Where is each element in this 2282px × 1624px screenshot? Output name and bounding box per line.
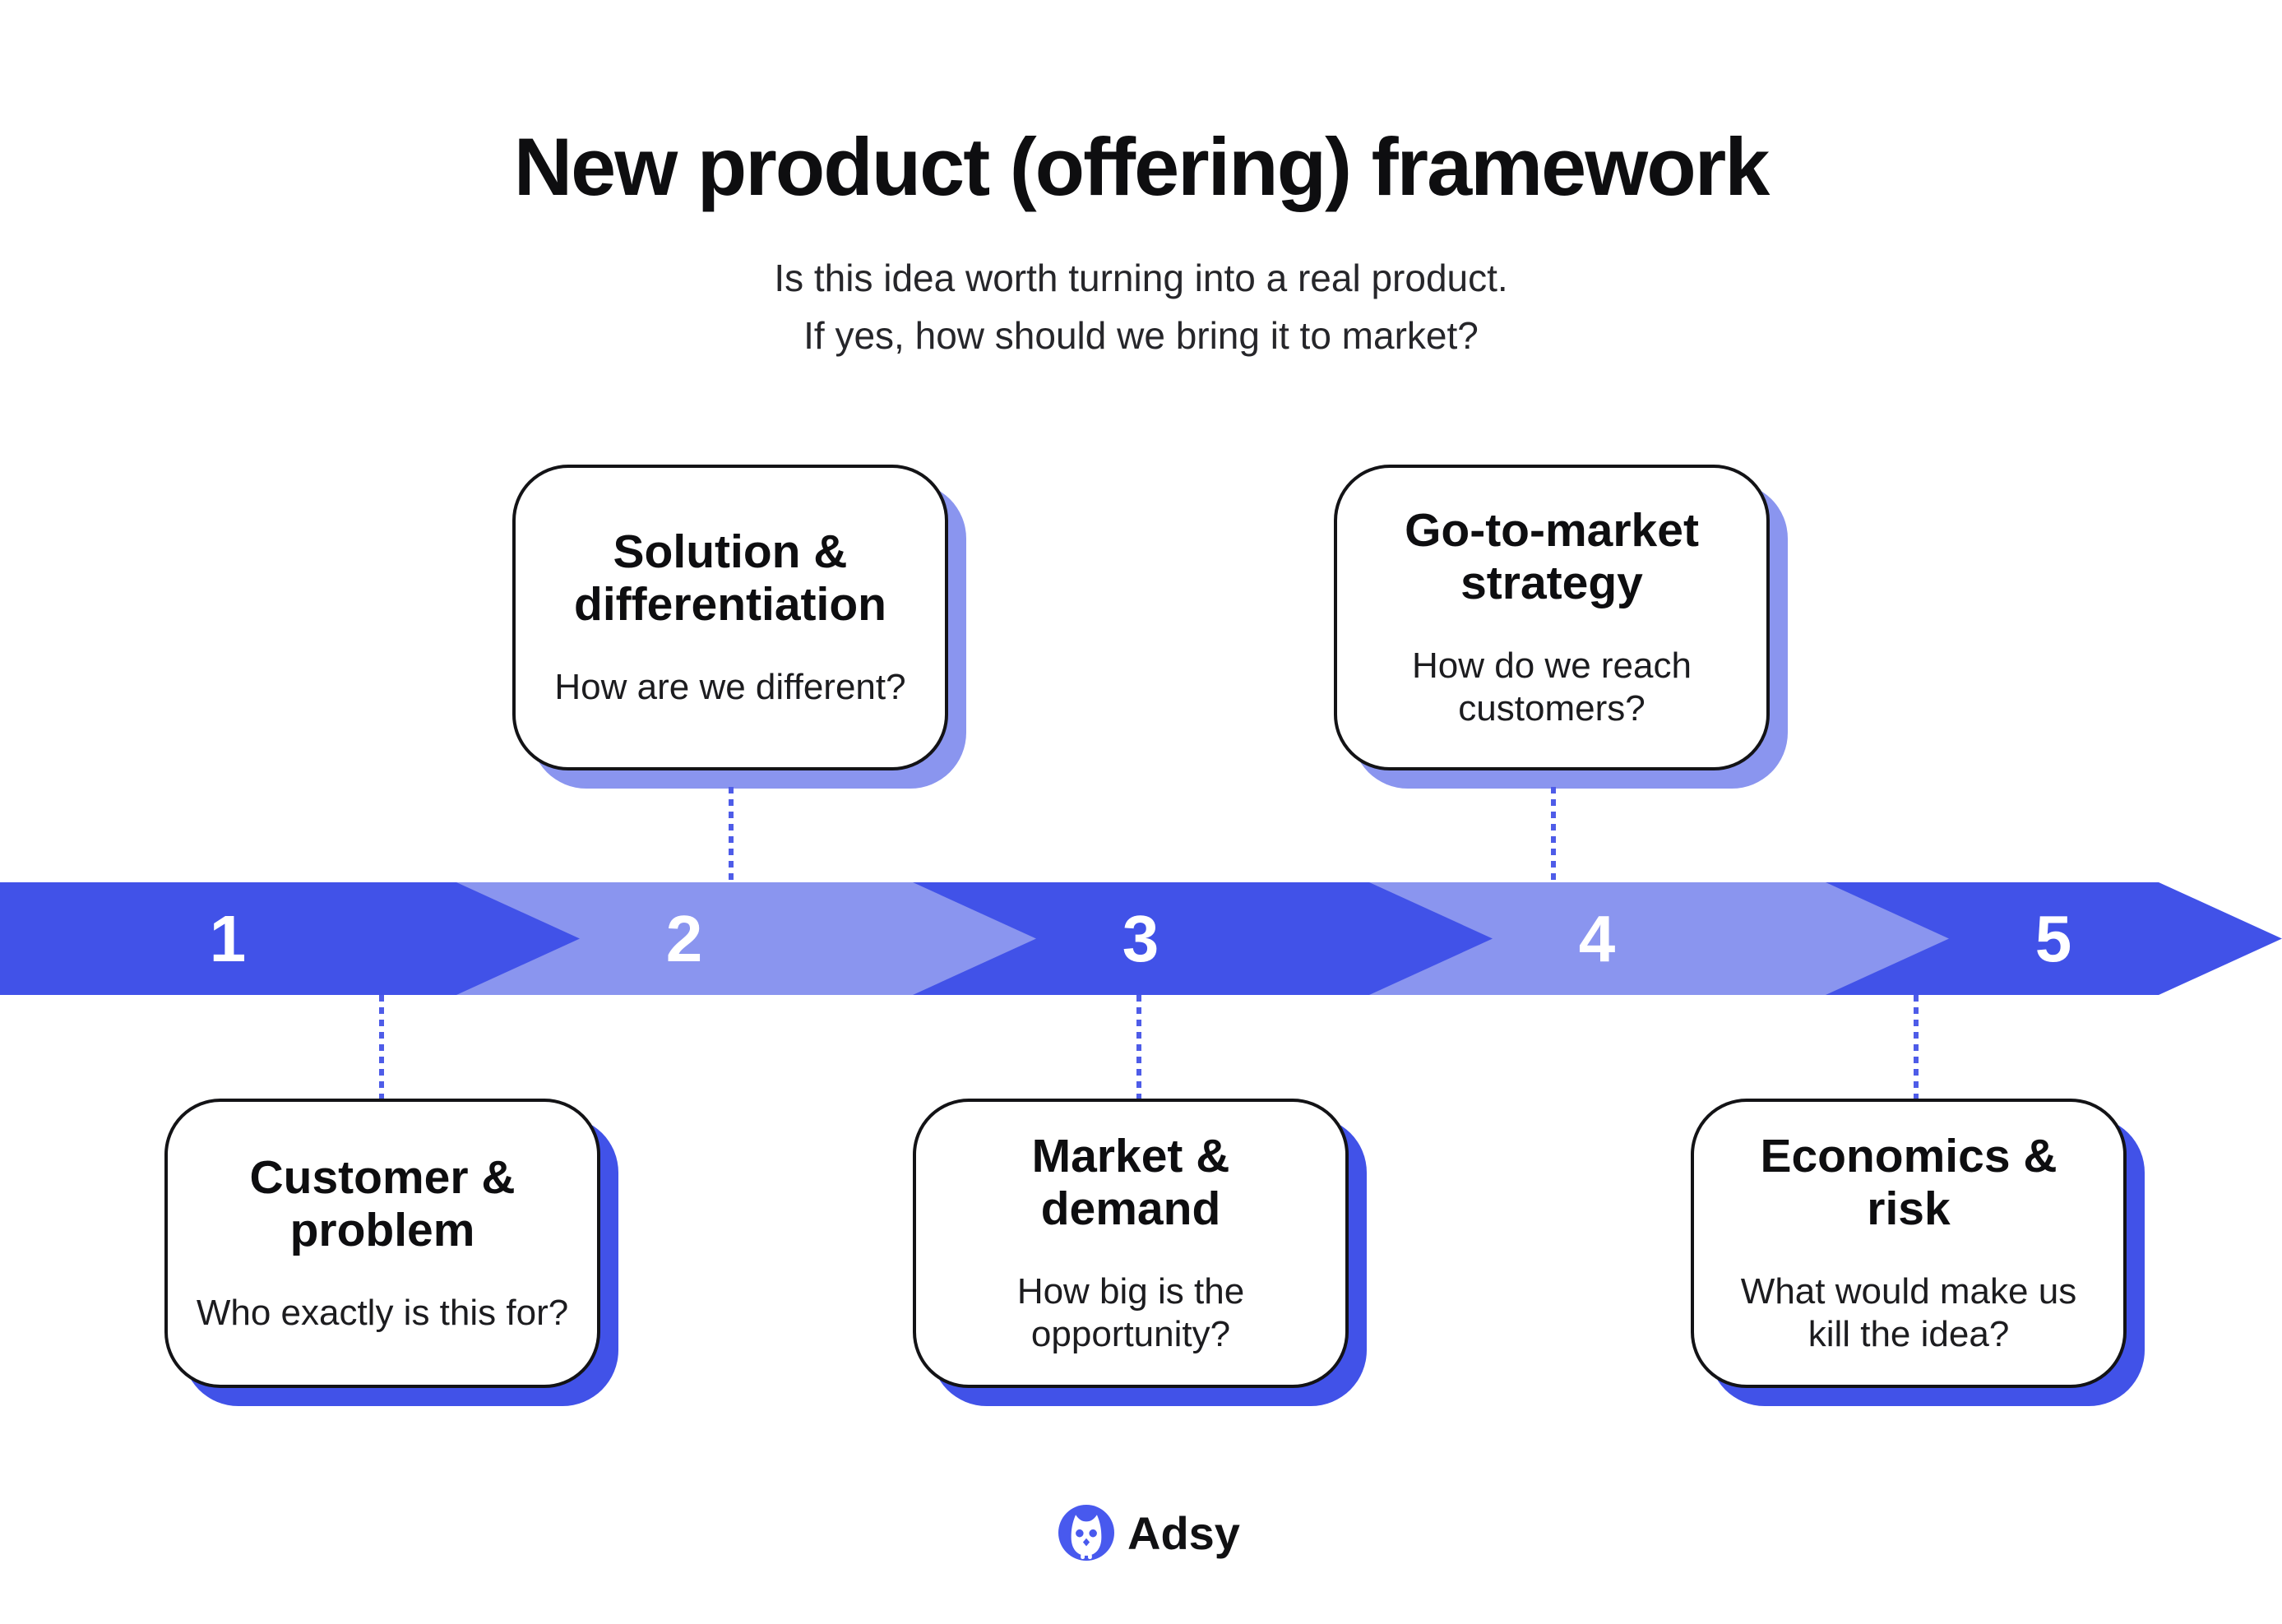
step-number-3: 3	[1122, 902, 1160, 975]
card-customer-problem: Customer & problem Who exactly is this f…	[164, 1099, 600, 1388]
card-question: How are we different?	[554, 666, 906, 707]
step-number-1: 1	[209, 902, 247, 975]
card-economics-risk: Economics & risk What would make us kill…	[1691, 1099, 2127, 1388]
arrow-segment-1	[0, 882, 580, 995]
card-title: Customer & problem	[249, 1151, 516, 1257]
connector-economics	[1914, 995, 1919, 1099]
card-go-to-market-strategy: Go-to-market strategy How do we reach cu…	[1334, 465, 1770, 770]
connector-customer	[379, 995, 384, 1099]
card-question: How big is the opportunity?	[1016, 1270, 1245, 1354]
connector-solution	[729, 787, 734, 882]
card-title: Go-to-market strategy	[1405, 504, 1699, 610]
card-question: What would make us kill the idea?	[1740, 1270, 2077, 1354]
brand-name: Adsy	[1127, 1506, 1240, 1559]
connector-go-to-market	[1551, 787, 1556, 882]
step-number-5: 5	[2034, 902, 2072, 975]
step-number-4: 4	[1578, 902, 1616, 975]
page-subtitle: Is this idea worth turning into a real p…	[0, 249, 2282, 364]
card-solution-differentiation: Solution & differentiation How are we di…	[512, 465, 948, 770]
card-title: Solution & differentiation	[574, 525, 886, 632]
subtitle-line-2: If yes, how should we bring it to market…	[803, 314, 1479, 357]
card-title: Market & demand	[1031, 1130, 1230, 1236]
card-question: Who exactly is this for?	[196, 1292, 569, 1333]
connector-market	[1136, 995, 1141, 1099]
subtitle-line-1: Is this idea worth turning into a real p…	[774, 257, 1508, 299]
page-title: New product (offering) framework	[513, 121, 1771, 212]
card-market-demand: Market & demand How big is the opportuni…	[913, 1099, 1349, 1388]
owl-icon	[1058, 1505, 1114, 1561]
process-arrow: 1 2 3 4 5	[0, 882, 2282, 995]
brand-lockup: Adsy	[1058, 1505, 1240, 1561]
card-question: How do we reach customers?	[1412, 645, 1692, 729]
card-title: Economics & risk	[1760, 1130, 2058, 1236]
step-number-2: 2	[665, 902, 703, 975]
